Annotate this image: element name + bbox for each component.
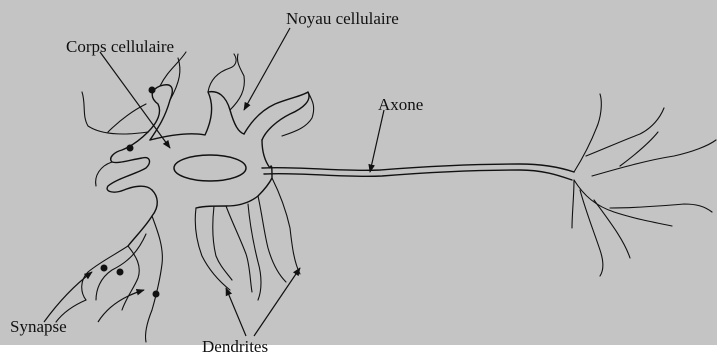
label-corps-cellulaire: Corps cellulaire (66, 37, 174, 56)
label-noyau-cellulaire: Noyau cellulaire (286, 9, 399, 28)
label-axone: Axone (378, 95, 423, 114)
label-dendrites: Dendrites (202, 337, 268, 354)
label-synapse: Synapse (10, 317, 67, 336)
nucleus (174, 155, 246, 181)
